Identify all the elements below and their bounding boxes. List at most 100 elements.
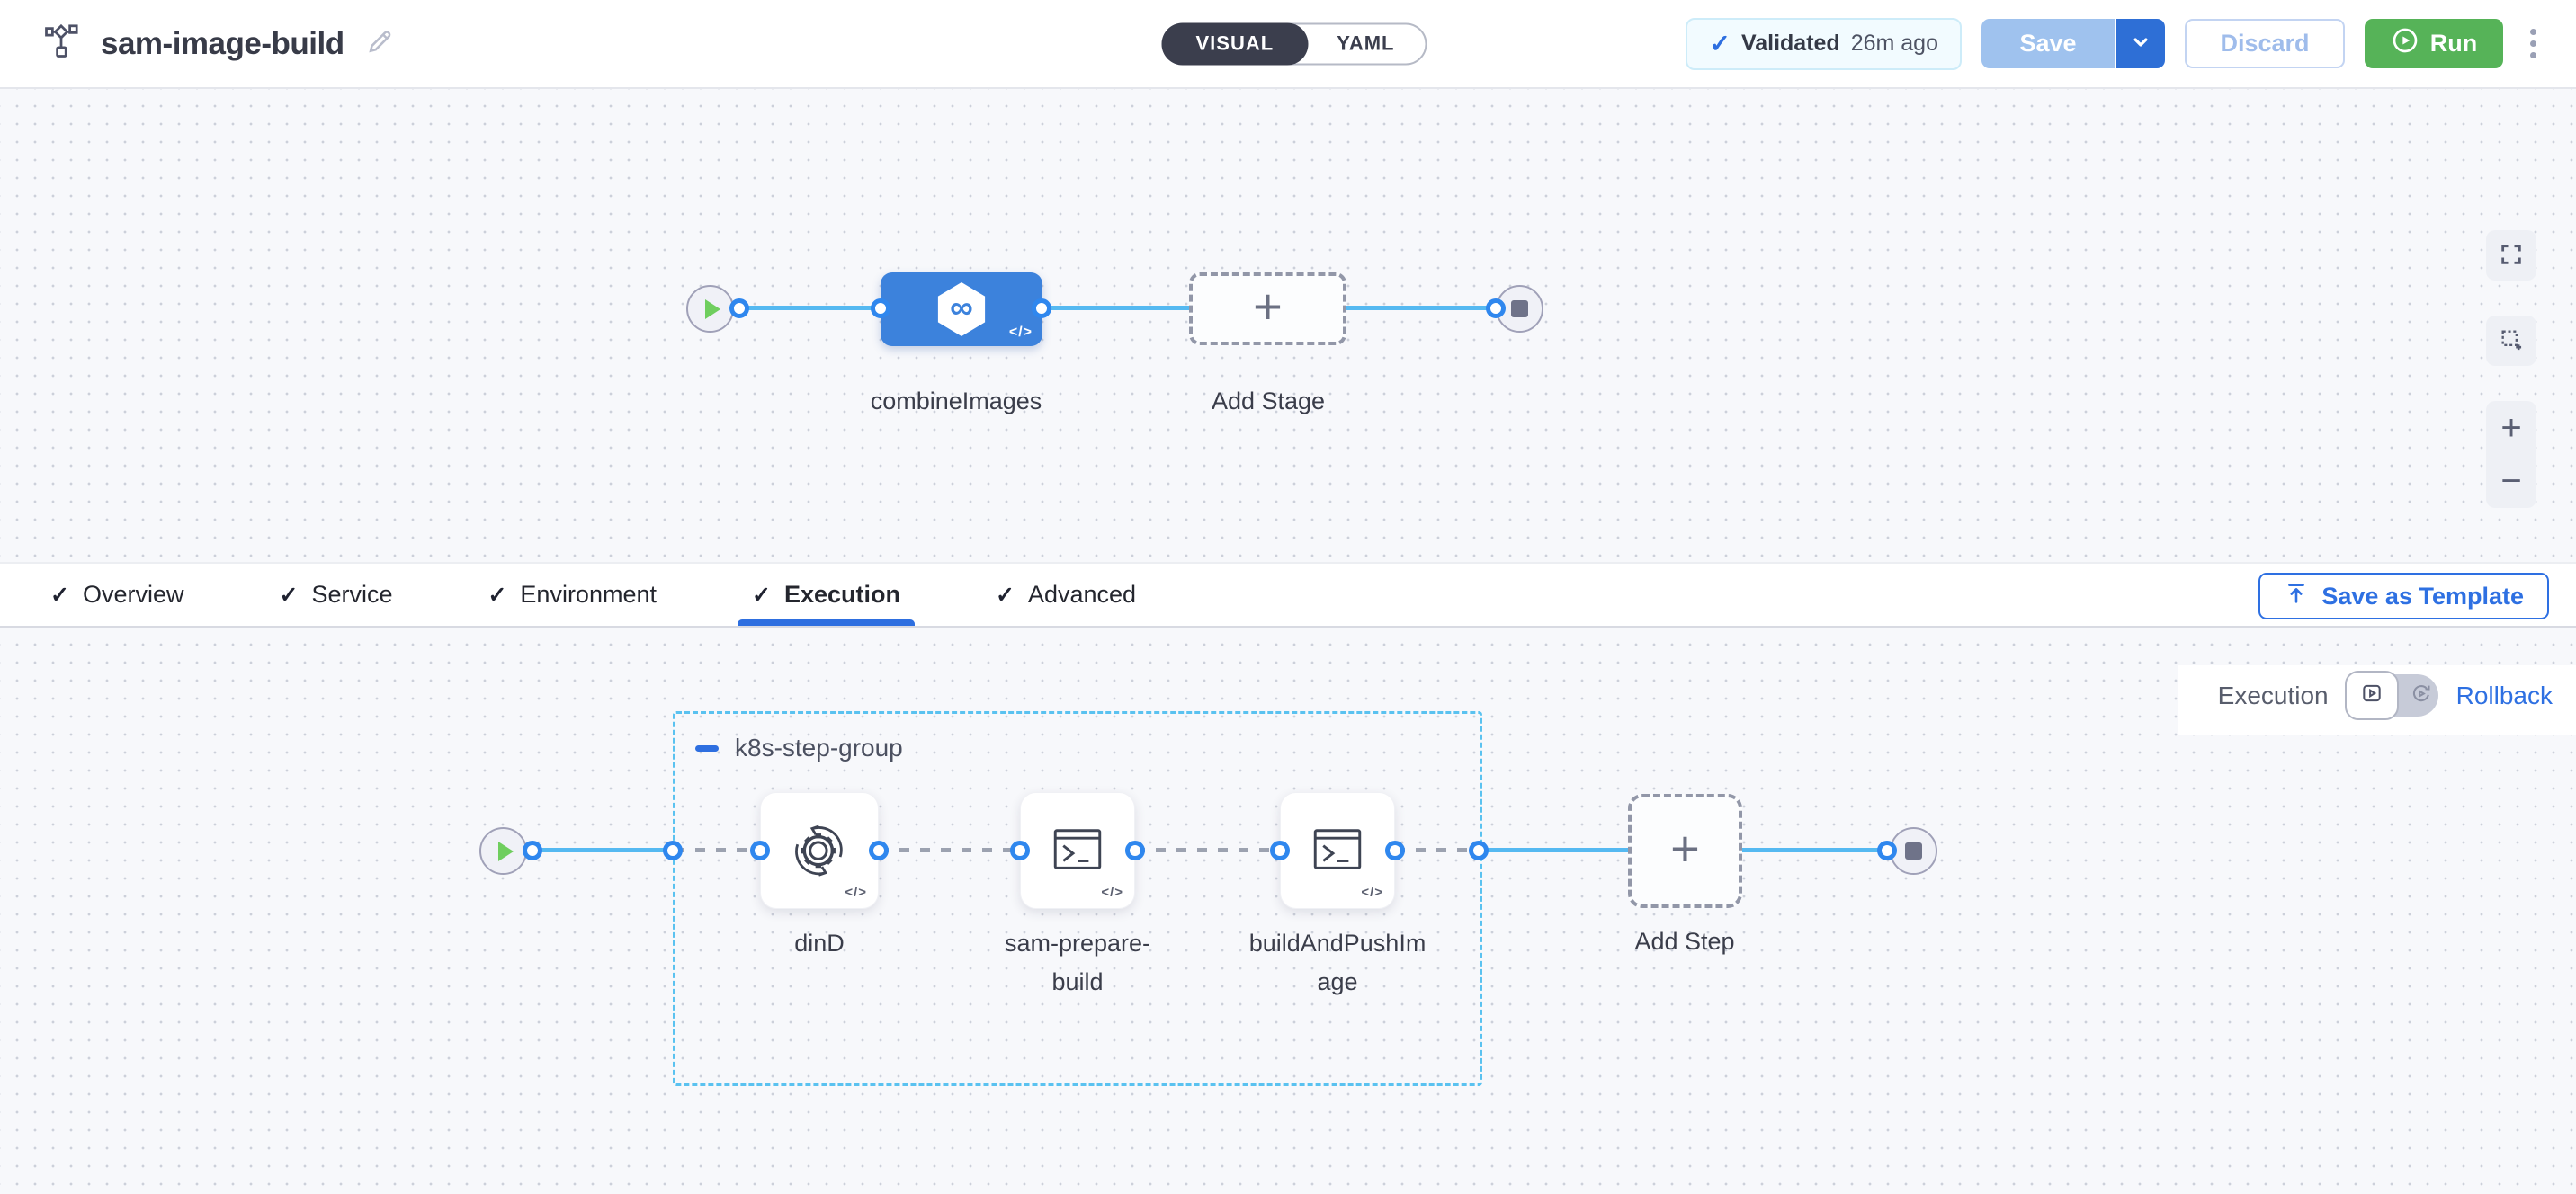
code-icon: </> <box>845 885 867 900</box>
validated-time: 26m ago <box>1850 31 1938 56</box>
play-frame-icon <box>2360 682 2384 709</box>
step-card-buildandpushimage[interactable]: </> <box>1280 792 1395 909</box>
save-split-button: Save <box>1981 19 2165 68</box>
connector-point[interactable] <box>1032 298 1051 318</box>
execution-mode-button[interactable] <box>2344 671 2399 720</box>
connector-point[interactable] <box>869 841 889 860</box>
code-icon: </> <box>1101 885 1123 900</box>
step-label-buildandpushimage[interactable]: buildAndPushIm age <box>1248 930 1427 995</box>
tab-label: Execution <box>783 581 900 608</box>
run-button[interactable]: Run <box>2365 19 2503 68</box>
connector-point[interactable] <box>663 841 683 860</box>
toggle-visual[interactable]: VISUAL <box>1161 22 1309 65</box>
tab-service[interactable]: ✓ Service <box>279 564 392 626</box>
connector-point[interactable] <box>1877 841 1897 860</box>
flow-connector <box>739 306 883 310</box>
rollback-mode-button[interactable] <box>2410 682 2433 709</box>
run-play-icon <box>2391 26 2419 61</box>
flow-connector <box>1345 306 1499 310</box>
save-as-template-label: Save as Template <box>2321 582 2524 610</box>
tab-advanced[interactable]: ✓ Advanced <box>996 564 1136 626</box>
save-button[interactable]: Save <box>1981 19 2115 68</box>
check-icon: ✓ <box>752 582 771 608</box>
tab-label: Overview <box>82 581 184 608</box>
step-label-dind[interactable]: dinD <box>794 930 845 957</box>
toggle-yaml[interactable]: YAML <box>1306 22 1425 65</box>
multi-select-button[interactable] <box>2486 316 2536 366</box>
tab-label: Advanced <box>1027 581 1137 608</box>
connector-point[interactable] <box>1270 841 1290 860</box>
run-label: Run <box>2429 30 2478 57</box>
step-label-sam-prepare-build[interactable]: sam-prepare- build <box>1004 930 1151 995</box>
title-group: sam-image-build <box>41 22 395 66</box>
header-actions: ✓ Validated 26m ago Save Discard <box>1686 17 2544 70</box>
add-stage-label[interactable]: Add Stage <box>1211 388 1326 414</box>
execution-canvas[interactable]: Execution <box>0 628 2576 1194</box>
header: sam-image-build VISUAL YAML ✓ Validated … <box>0 0 2576 89</box>
tab-overview[interactable]: ✓ Overview <box>50 564 183 626</box>
save-as-template-button[interactable]: Save as Template <box>2258 573 2549 619</box>
zoom-out-button[interactable]: − <box>2486 455 2536 509</box>
selection-marquee-icon <box>2499 327 2524 355</box>
terminal-icon <box>1045 793 1110 886</box>
add-stage-button[interactable]: + <box>1189 272 1346 345</box>
plus-icon: + <box>1253 277 1283 334</box>
execution-rollback-toggle: Execution <box>2218 671 2553 720</box>
discard-button[interactable]: Discard <box>2185 19 2345 68</box>
visual-yaml-toggle: VISUAL YAML <box>1161 22 1427 65</box>
upload-icon <box>2284 581 2309 612</box>
connector-point[interactable] <box>871 298 890 318</box>
flow-connector <box>532 848 675 852</box>
stage-label[interactable]: combineImages <box>870 388 1042 414</box>
fullscreen-button[interactable] <box>2486 230 2536 281</box>
add-step-label[interactable]: Add Step <box>1634 928 1735 955</box>
zoom-in-button[interactable]: + <box>2486 401 2536 455</box>
connector-point[interactable] <box>1125 841 1145 860</box>
connector-point[interactable] <box>1486 298 1506 318</box>
zoom-controls: + − <box>2486 401 2536 508</box>
tab-label: Environment <box>520 581 657 608</box>
stage-canvas[interactable]: ∞ </> + combineImages Add Stage <box>0 89 2576 562</box>
flow-connector <box>1040 306 1193 310</box>
stage-card-combineimages[interactable]: ∞ </> <box>881 272 1042 346</box>
validated-label: Validated <box>1740 31 1840 56</box>
connector-point[interactable] <box>729 298 749 318</box>
flow-connector-dashed <box>1135 848 1280 852</box>
play-icon <box>704 298 720 319</box>
connector-point[interactable] <box>1010 841 1030 860</box>
validated-badge[interactable]: ✓ Validated 26m ago <box>1686 17 1962 70</box>
code-icon: </> <box>1008 325 1033 340</box>
connector-point[interactable] <box>1385 841 1405 860</box>
more-options-button[interactable] <box>2523 23 2544 64</box>
add-step-button[interactable]: + <box>1628 794 1742 908</box>
tab-environment[interactable]: ✓ Environment <box>487 564 657 626</box>
stop-icon <box>1905 842 1922 860</box>
start-node[interactable] <box>479 827 527 875</box>
page-title: sam-image-build <box>101 25 344 61</box>
step-card-sam-prepare-build[interactable]: </> <box>1020 792 1135 909</box>
connector-point[interactable] <box>523 841 542 860</box>
step-card-dind[interactable]: </> <box>760 792 879 909</box>
step-group-header: k8s-step-group <box>695 734 903 762</box>
gear-sync-icon <box>786 793 853 887</box>
check-icon: ✓ <box>1709 30 1731 58</box>
check-icon: ✓ <box>487 582 507 608</box>
play-icon <box>497 841 514 861</box>
connector-point[interactable] <box>1469 841 1489 860</box>
stage-tabbar: ✓ Overview ✓ Service ✓ Environment ✓ Exe… <box>0 562 2576 628</box>
connector-point[interactable] <box>750 841 770 860</box>
edit-title-icon[interactable] <box>364 26 395 61</box>
tab-execution[interactable]: ✓ Execution <box>738 564 915 626</box>
step-group-k8s[interactable]: k8s-step-group <box>673 711 1482 1086</box>
code-icon: </> <box>1361 885 1383 900</box>
end-node[interactable] <box>1890 827 1937 875</box>
pipeline-icon <box>41 22 81 66</box>
start-node[interactable] <box>686 285 734 333</box>
collapse-group-icon[interactable] <box>695 744 719 752</box>
flow-connector-dashed <box>675 848 760 852</box>
terminal-icon <box>1305 793 1370 886</box>
save-dropdown-button[interactable] <box>2115 19 2165 68</box>
check-icon: ✓ <box>995 582 1015 608</box>
rollback-link[interactable]: Rollback <box>2455 681 2553 709</box>
tab-label: Service <box>311 581 393 608</box>
